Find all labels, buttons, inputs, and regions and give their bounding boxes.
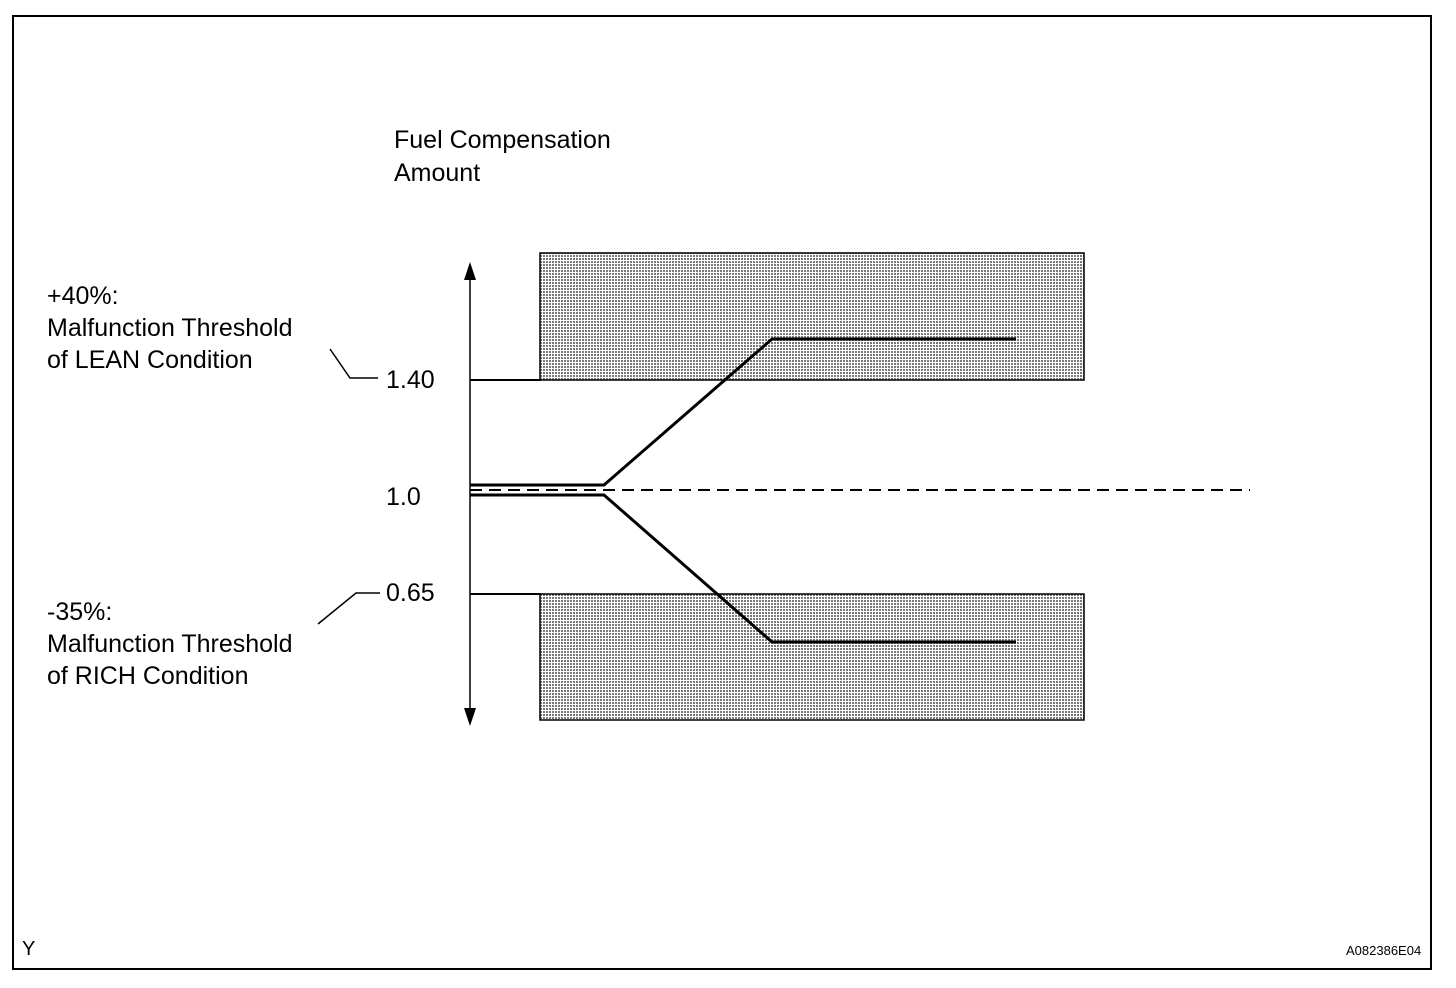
axis-title-line1: Fuel Compensation: [394, 126, 611, 154]
lean-leader-line: [329, 348, 378, 379]
figure-code: A082386E04: [1346, 943, 1422, 958]
axis-arrow-up-icon: [464, 262, 476, 280]
tick-label-upper: 1.40: [386, 366, 435, 394]
lean-description-line2: of LEAN Condition: [47, 346, 253, 374]
lean-percent-label: +40%:: [47, 282, 119, 310]
tick-label-lower: 0.65: [386, 579, 435, 607]
lean-compensation-curve: [470, 337, 1016, 487]
tick-label-middle: 1.0: [386, 483, 421, 511]
rich-compensation-curve: [470, 493, 1016, 644]
lean-malfunction-zone: [539, 252, 1085, 381]
rich-description-line1: Malfunction Threshold: [47, 630, 293, 658]
rich-percent-label: -35%:: [47, 598, 113, 626]
rich-malfunction-zone: [539, 593, 1085, 721]
rich-description-line2: of RICH Condition: [47, 662, 249, 690]
corner-mark: Y: [22, 938, 36, 960]
axis-arrow-down-icon: [464, 708, 476, 726]
figure-frame: [12, 15, 1432, 970]
lean-description-line1: Malfunction Threshold: [47, 314, 293, 342]
axis-title-line2: Amount: [394, 159, 481, 187]
rich-leader-line: [317, 592, 380, 625]
